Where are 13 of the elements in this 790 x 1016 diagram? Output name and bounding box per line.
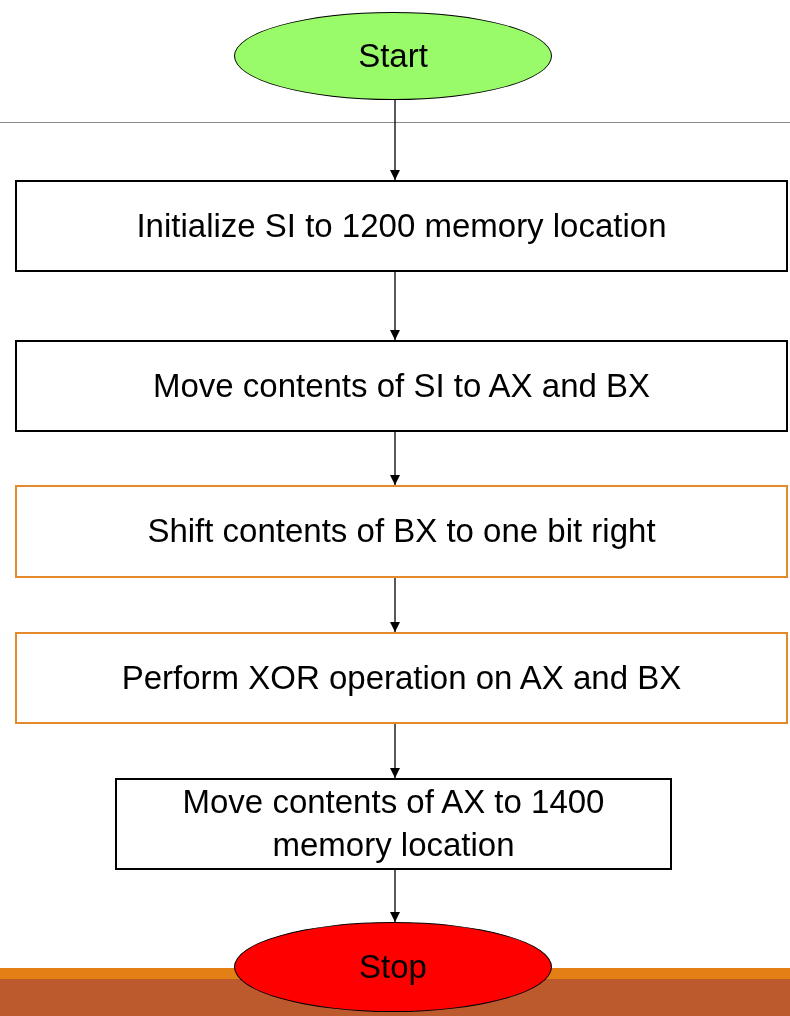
arrow: [390, 271, 400, 341]
process-box: Initialize SI to 1200 memory location: [15, 180, 788, 272]
process-box: Move contents of AX to 1400 memory location: [115, 778, 672, 870]
process-box: Move contents of SI to AX and BX: [15, 340, 788, 432]
process-box: Perform XOR operation on AX and BX: [15, 632, 788, 724]
arrow: [390, 99, 400, 181]
arrow: [390, 869, 400, 923]
arrow: [390, 723, 400, 779]
arrow: [390, 577, 400, 633]
terminal-ellipse: Stop: [234, 922, 552, 1012]
arrow: [390, 431, 400, 486]
terminal-ellipse: Start: [234, 12, 552, 100]
process-box: Shift contents of BX to one bit right: [15, 485, 788, 578]
